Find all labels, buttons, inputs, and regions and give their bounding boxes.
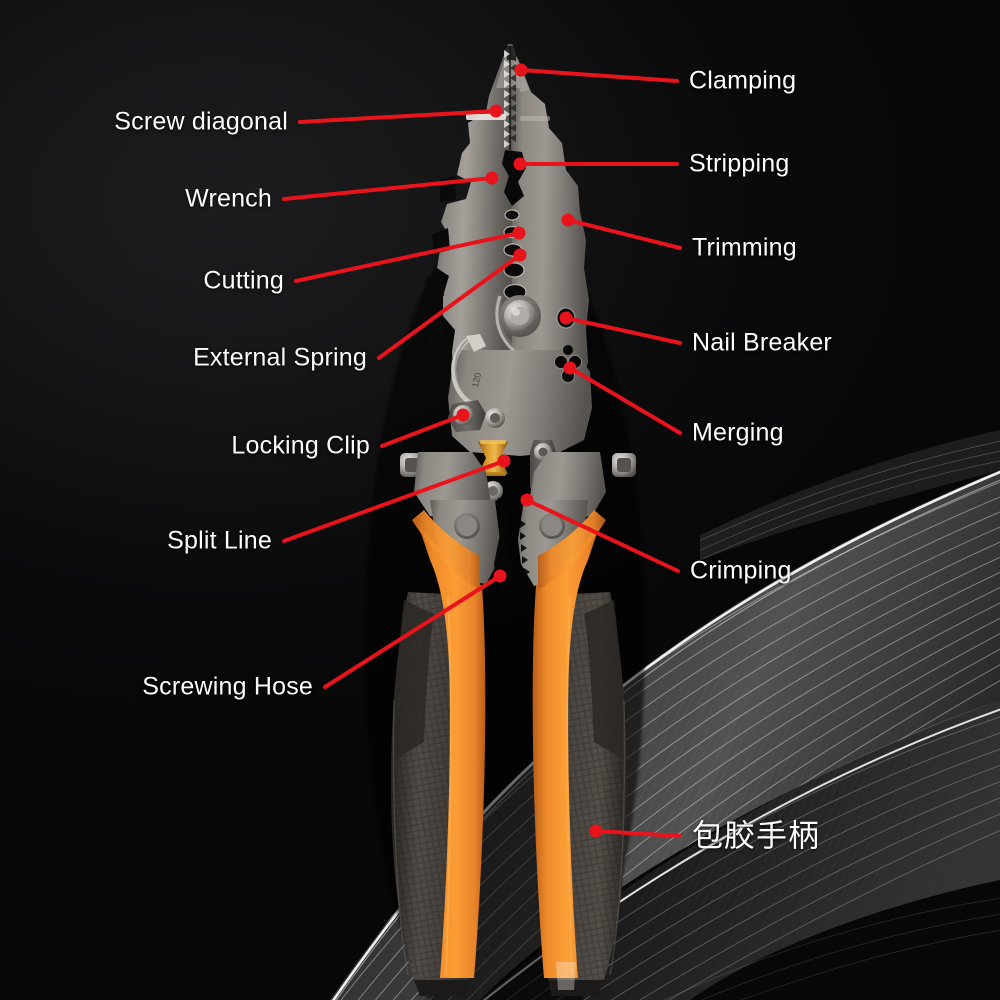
callout-label-wrench: Wrench: [185, 184, 272, 213]
callout-label-external-spring: External Spring: [193, 343, 367, 372]
callout-label-cutting: Cutting: [203, 266, 284, 295]
callout-label-stripping: Stripping: [689, 149, 790, 178]
callout-label-screwing-hose: Screwing Hose: [142, 672, 313, 701]
callout-label-rubber-handle: 包胶手柄: [692, 818, 820, 854]
callout-label-locking-clip: Locking Clip: [231, 431, 370, 460]
callout-label-nail-breaker: Nail Breaker: [692, 328, 832, 357]
callout-label-screw-diagonal: Screw diagonal: [114, 107, 288, 136]
svg-text:120: 120: [470, 372, 483, 389]
callout-label-merging: Merging: [692, 418, 784, 447]
callout-label-crimping: Crimping: [690, 556, 792, 585]
callout-label-split-line: Split Line: [167, 526, 272, 555]
callout-label-clamping: Clamping: [689, 66, 797, 95]
callout-label-trimming: Trimming: [692, 233, 797, 262]
